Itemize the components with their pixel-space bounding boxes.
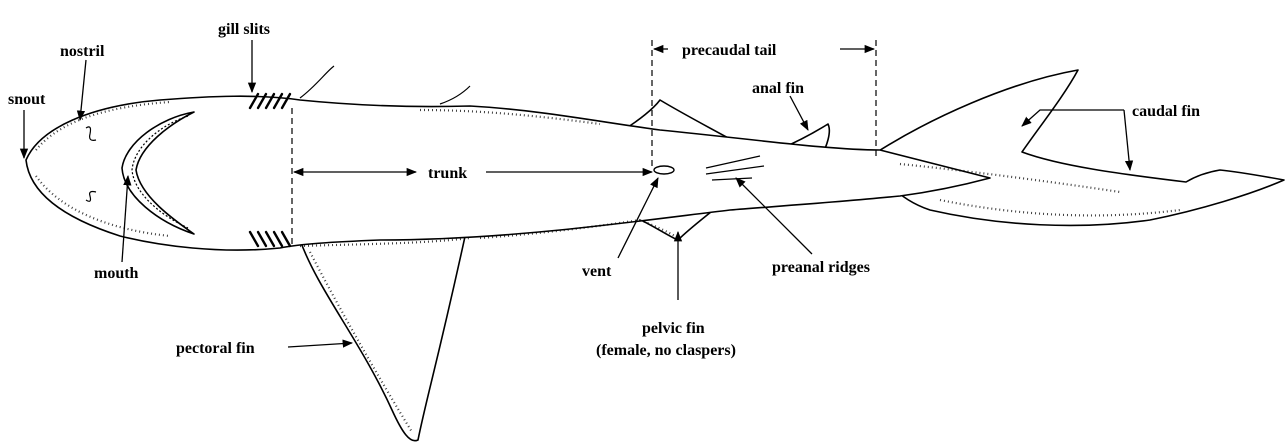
label-mouth: mouth <box>94 265 139 282</box>
label-caudal-fin: caudal fin <box>1132 103 1200 120</box>
label-pectoral-fin: pectoral fin <box>176 340 255 357</box>
label-vent: vent <box>582 263 612 280</box>
pectoral-fin-shape <box>300 232 466 441</box>
shark-body <box>26 66 1284 441</box>
label-preanal-ridges: preanal ridges <box>772 259 870 276</box>
label-snout: snout <box>8 91 46 108</box>
label-pelvic-fin-note: (female, no claspers) <box>596 342 736 359</box>
label-nostril: nostril <box>60 43 105 60</box>
label-precaudal-tail: precaudal tail <box>682 42 777 59</box>
label-trunk: trunk <box>428 165 467 182</box>
label-gill-slits: gill slits <box>218 21 270 38</box>
vent-mark <box>654 166 674 174</box>
caudal-fin-shape <box>874 70 1284 225</box>
label-anal-fin: anal fin <box>752 80 804 97</box>
label-pelvic-fin: pelvic fin <box>642 320 705 337</box>
